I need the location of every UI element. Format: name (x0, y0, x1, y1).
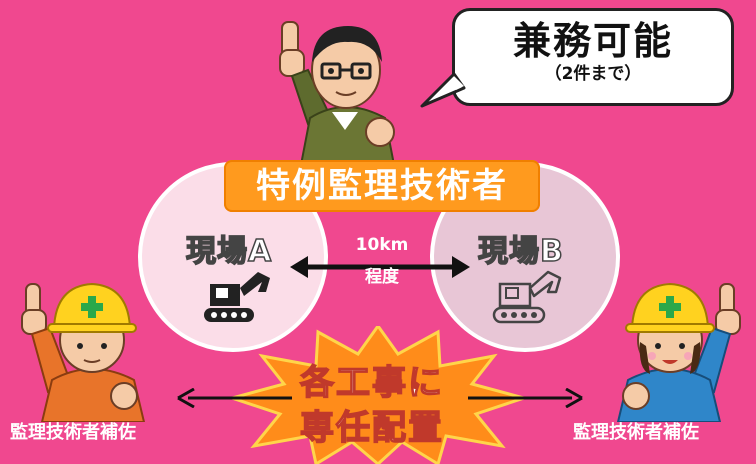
excavator-icon (492, 270, 562, 324)
burst-shape (232, 326, 524, 464)
speech-bubble: 兼務可能 （2件まで） (452, 8, 734, 106)
right-arrow-icon (468, 388, 583, 408)
bubble-sub-text: （2件まで） (544, 64, 642, 84)
double-arrow-icon (290, 256, 470, 278)
burst-line-1: 各工事に (299, 362, 444, 404)
speech-bubble-tail (420, 72, 466, 108)
chief-engineer-figure (279, 21, 397, 170)
assistant-label-right: 監理技術者補佐 (573, 422, 699, 443)
site-b-label: 現場B (477, 233, 564, 270)
worker-icon (616, 282, 741, 422)
worker-icon (21, 282, 146, 422)
assistant-label-left: 監理技術者補佐 (10, 422, 136, 443)
chief-engineer-banner: 特例監理技術者 (224, 160, 540, 212)
pointing-hand-icon (279, 21, 305, 77)
burst-line-2: 専任配置 (299, 407, 444, 449)
distance-label: 10km 程度 (340, 232, 424, 290)
distance-note: 程度 (365, 267, 399, 287)
site-a-label: 現場A (185, 233, 273, 270)
left-arrow-icon (177, 388, 292, 408)
distance-value: 10km (355, 235, 409, 255)
banner-label: 特例監理技術者 (256, 166, 508, 206)
bubble-main-text: 兼務可能 (512, 19, 673, 63)
excavator-icon (204, 272, 270, 322)
